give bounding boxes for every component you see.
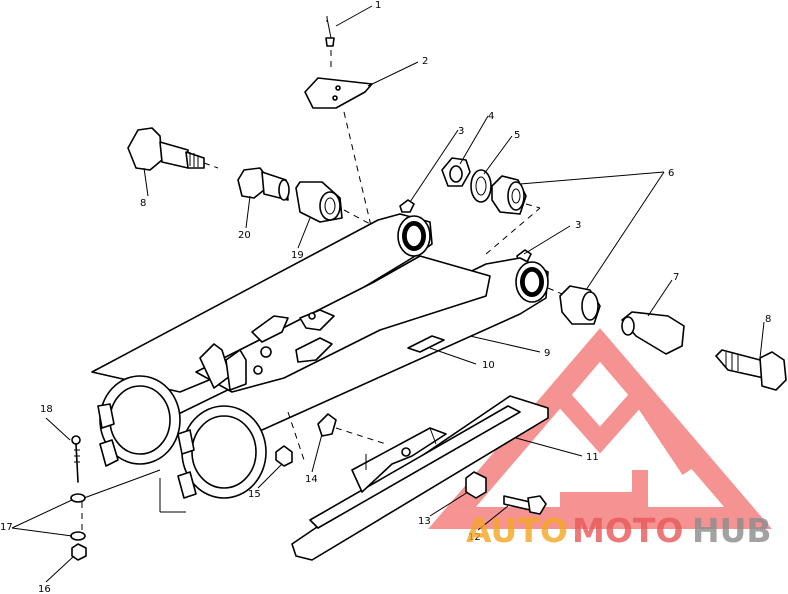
watermark-text: AUTO MOTO HUB	[466, 511, 772, 550]
callout-18: 18	[40, 404, 53, 415]
callout-6: 6	[668, 168, 674, 179]
part-3-fitting-upper	[399, 199, 415, 213]
callout-7: 7	[673, 272, 679, 283]
part-8-bolt-right	[715, 349, 787, 391]
part-15-nut	[275, 445, 293, 467]
swing-arm-part-9	[91, 213, 549, 513]
callout-16: 16	[38, 584, 51, 594]
part-5-washer	[470, 169, 492, 203]
part-16-nut	[71, 543, 87, 561]
watermark-hub: HUB	[692, 511, 772, 550]
part-4-nut	[441, 157, 471, 187]
part-7-pivot-bolt	[621, 311, 685, 355]
callout-20: 20	[238, 230, 251, 241]
callout-3a: 3	[458, 126, 464, 137]
watermark-auto: AUTO	[466, 511, 568, 550]
callout-19: 19	[291, 250, 304, 261]
callout-4: 4	[488, 111, 494, 122]
leader-lines	[11, 5, 765, 583]
callout-15: 15	[248, 489, 261, 500]
callout-2: 2	[422, 56, 428, 67]
callout-14: 14	[305, 474, 318, 485]
callout-3b: 3	[575, 220, 581, 231]
part-20-bushing	[237, 167, 290, 201]
part-6-bushing-lower	[547, 285, 601, 325]
part-17-washers	[70, 469, 161, 541]
callout-17: 17	[0, 522, 13, 533]
callout-8a: 8	[140, 198, 146, 209]
callout-1: 1	[375, 0, 381, 11]
callout-numbers: 1 2 3 4 5 6 3 7 8 8 20 19 9 10 11 14 15 …	[0, 0, 771, 594]
part-18-bolt	[71, 435, 81, 483]
part-8-bolt-left	[127, 127, 219, 171]
part-6-bushing-top	[485, 175, 541, 255]
part-12-bolt	[503, 495, 547, 515]
part-19-bearing	[295, 181, 373, 226]
part-13-spacer	[465, 471, 487, 499]
callout-8b: 8	[765, 314, 771, 325]
callout-12: 12	[468, 532, 481, 543]
callout-10: 10	[482, 360, 495, 371]
callout-13: 13	[418, 516, 431, 527]
part-11-slide-rail	[291, 395, 549, 561]
part-1-fitting	[325, 16, 335, 70]
part-2-plate	[304, 77, 373, 231]
callout-5: 5	[514, 130, 520, 141]
callout-11: 11	[586, 452, 599, 463]
watermark-moto: MOTO	[572, 511, 683, 550]
callout-9: 9	[544, 348, 550, 359]
